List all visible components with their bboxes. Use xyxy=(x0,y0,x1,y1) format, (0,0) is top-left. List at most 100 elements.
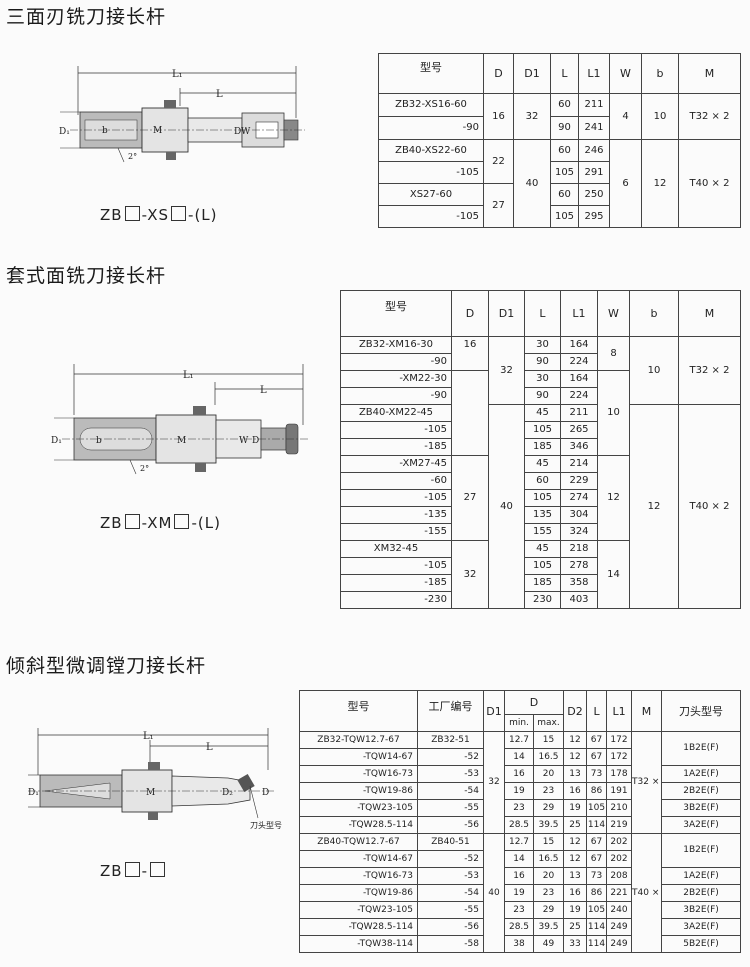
dim-label-D2: D₂ xyxy=(222,788,233,798)
header-W: W xyxy=(609,53,642,94)
cell-D-min: 28.5 xyxy=(504,918,534,936)
spec-table-side-milling: 型号 D D1 L L1 W b M ZB32-XS16-60 16 32 60… xyxy=(378,53,741,228)
dim-label-L1: L₁ xyxy=(172,69,183,80)
cell-D2: 33 xyxy=(563,935,588,953)
table-row: ZB32-XM16-30 16 32 30 164 8 10 T32 × 2 xyxy=(340,336,741,405)
cell-L: 86 xyxy=(586,884,608,902)
cell-D2: 12 xyxy=(563,833,588,851)
cell-L1: 202 xyxy=(606,850,633,868)
cell-factory-no: ZB32-51 xyxy=(417,731,484,749)
table-row: XS27-60 27 60 250 xyxy=(378,183,741,228)
table-header-row: 型号 D D1 L L1 W b M xyxy=(378,53,741,94)
cell-D-max: 39.5 xyxy=(532,816,565,834)
table-row: -105 105 291 xyxy=(378,161,741,184)
table-subheader-row: min. max. xyxy=(300,714,741,732)
cell-L1: 249 xyxy=(606,918,633,936)
header-L1: L1 xyxy=(606,690,633,732)
cell-L1: 210 xyxy=(606,799,633,817)
table-row: ZB40-TQW12.7-67 ZB40-51 40 12.7 15 12 67… xyxy=(299,833,742,953)
cell-L: 60 xyxy=(550,93,579,117)
header-M: M xyxy=(678,290,741,337)
table-row: -TQW14-67 -52 14 16.5 12 67 172 xyxy=(299,748,741,766)
table-header-row: 型号 工厂编号 D1 D D2 L L1 M 刀头型号 xyxy=(299,690,742,732)
cell-cutter-head: 3A2E(F) xyxy=(661,918,742,936)
cell-D-max: 23 xyxy=(532,884,565,902)
header-model: 型号 xyxy=(340,290,452,337)
header-b: b xyxy=(629,290,679,337)
cell-W: 6 xyxy=(609,139,642,228)
table-row: -TQW28.5-114 -56 28.5 39.5 25 114 249 3A… xyxy=(299,918,742,936)
header-cutter-head: 刀头型号 xyxy=(661,690,742,732)
cell-L: 105 xyxy=(586,799,608,817)
cell-cutter-head: 1B2E(F) xyxy=(661,833,742,868)
cell-D-min: 23 xyxy=(504,799,534,817)
code-series: -XM xyxy=(141,514,173,532)
cell-L: 67 xyxy=(586,731,608,749)
cell-L1: 191 xyxy=(606,782,633,800)
dim-label-D: D xyxy=(252,436,259,446)
cell-L: 86 xyxy=(586,782,608,800)
code-box xyxy=(174,514,190,529)
code-separator: - xyxy=(141,862,148,880)
cell-D-max: 20 xyxy=(532,867,565,885)
table-row: -60 60 229 xyxy=(340,472,741,490)
cell-D: 27 xyxy=(451,455,489,541)
table-row: ZB32-TQW12.7-67 ZB32-51 32 12.7 15 12 67… xyxy=(299,731,742,834)
header-D1: D1 xyxy=(483,690,505,732)
angle-label: 2° xyxy=(128,152,137,161)
cell-cutter-head: 2B2E(F) xyxy=(661,884,742,902)
cell-D2: 13 xyxy=(563,765,588,783)
cell-model: -105 xyxy=(378,205,484,228)
header-D-min: min. xyxy=(504,714,534,732)
dim-label-W: W xyxy=(241,127,251,137)
cell-model: -TQW16-73 xyxy=(299,765,418,783)
cell-D2: 12 xyxy=(563,850,588,868)
table-row: -105 105 274 xyxy=(340,489,741,507)
dim-label-M: M xyxy=(146,788,155,798)
cell-model: ZB40-TQW12.7-67 xyxy=(299,833,418,851)
cell-L1: 240 xyxy=(606,901,633,919)
cell-L: 114 xyxy=(586,935,608,953)
cell-L1: 249 xyxy=(606,935,633,953)
cell-D1: 32 xyxy=(483,731,505,834)
cell-M: T32 × 2 xyxy=(678,336,741,405)
code-box xyxy=(150,862,165,877)
cell-model: -90 xyxy=(340,353,452,371)
cell-cutter-head: 1A2E(F) xyxy=(661,867,742,885)
cell-cutter-head: 1A2E(F) xyxy=(661,765,742,783)
cell-L: 114 xyxy=(586,816,608,834)
header-factory-no: 工厂编号 xyxy=(417,690,484,732)
cell-M: T32 × 2 xyxy=(631,731,663,834)
cell-factory-no: -54 xyxy=(417,884,484,902)
cell-factory-no: -56 xyxy=(417,918,484,936)
cell-D2: 19 xyxy=(563,901,588,919)
cell-L1: 172 xyxy=(606,748,633,766)
cell-model: -TQW19-86 xyxy=(299,782,418,800)
cell-D-min: 38 xyxy=(504,935,534,953)
dim-label-W: W xyxy=(239,436,249,446)
cell-D2: 16 xyxy=(563,782,588,800)
cell-model: ZB32-TQW12.7-67 xyxy=(299,731,418,749)
dim-label-D1: D₁ xyxy=(28,788,39,798)
callout-cutter-head: 刀头型号 xyxy=(250,820,282,830)
cell-D-max: 49 xyxy=(532,935,565,953)
cell-factory-no: -58 xyxy=(417,935,484,953)
dim-label-L: L xyxy=(260,385,267,396)
header-model: 型号 xyxy=(299,690,418,732)
dim-label-b: b xyxy=(96,436,102,446)
table-row: ZB40-XS22-60 22 40 60 246 6 12 T40 × 2 xyxy=(378,139,741,228)
code-prefix: ZB xyxy=(100,514,123,532)
header-D: D xyxy=(503,690,565,715)
angle-label: 2° xyxy=(140,464,149,473)
spec-table-face-milling: 型号 D D1 L L1 W b M ZB32-XM16-30 16 32 30… xyxy=(340,290,741,609)
section-title-face-milling: 套式面铣刀接长杆 xyxy=(6,265,167,287)
table-row: -230 230 403 xyxy=(340,591,741,609)
cell-D-min: 14 xyxy=(504,748,534,766)
code-length: -(L) xyxy=(191,514,221,532)
cell-M: T40 × 2 xyxy=(678,139,741,228)
cell-L: 105 xyxy=(586,901,608,919)
cell-cutter-head: 3A2E(F) xyxy=(661,816,742,834)
table-row: -TQW28.5-114 -56 28.5 39.5 25 114 219 3A… xyxy=(299,816,742,834)
